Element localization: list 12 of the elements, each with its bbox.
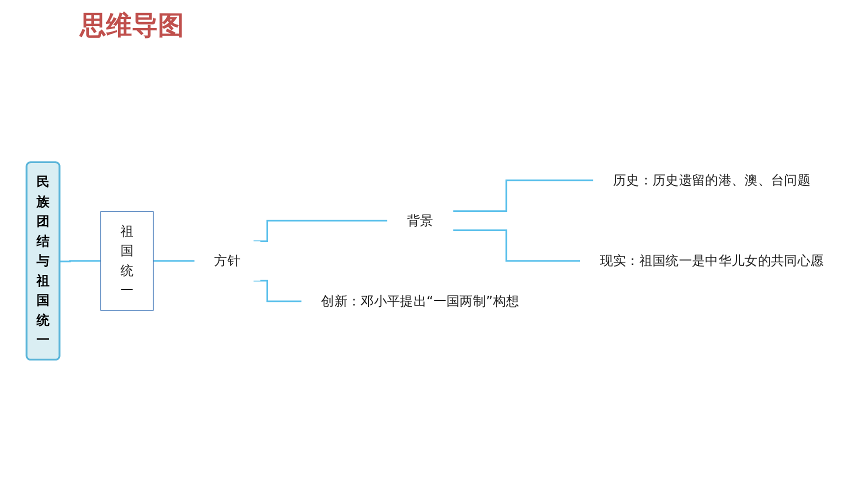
node-box: 祖国统一 bbox=[100, 211, 154, 311]
node-text: 创新：邓小平提出“一国两制”构想 bbox=[321, 292, 520, 309]
node-text: 历史：历史遗留的港、澳、台问题 bbox=[612, 172, 810, 188]
diagram-title: 思维导图 bbox=[80, 10, 184, 43]
connector bbox=[254, 280, 302, 302]
connector bbox=[60, 260, 101, 262]
connector bbox=[254, 220, 388, 242]
connector bbox=[453, 179, 594, 212]
connector bbox=[153, 260, 194, 262]
node-text: 现实：祖国统一是中华儿女的共同心愿 bbox=[600, 252, 824, 268]
connector bbox=[453, 229, 580, 262]
node-text: 背景 bbox=[407, 212, 434, 228]
